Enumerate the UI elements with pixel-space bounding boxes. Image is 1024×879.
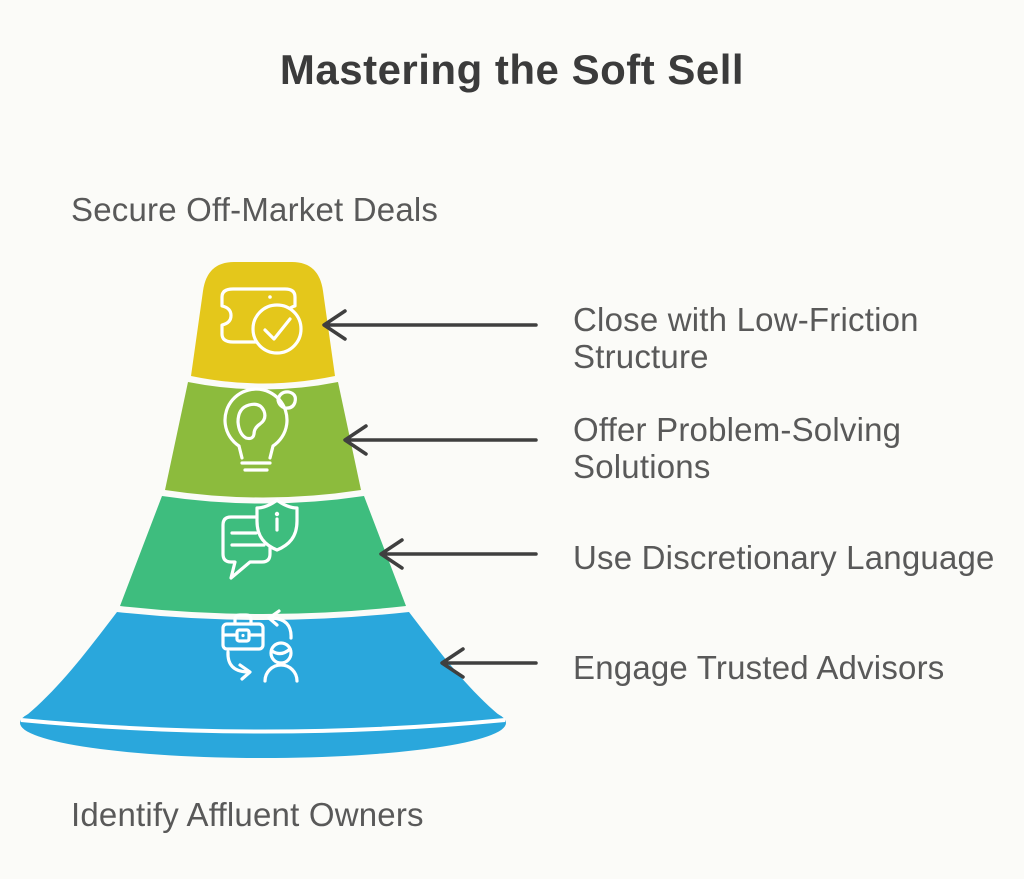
stage-2-arrow-icon	[343, 424, 538, 456]
funnel-stage-2-segment	[165, 382, 361, 498]
stage-4-arrow-icon	[440, 647, 538, 679]
globe-bulb-icon	[223, 387, 297, 472]
briefcase-person-swap-icon	[221, 609, 299, 683]
stage-3-label: Use Discretionary Language	[573, 539, 995, 576]
pointer-arrows	[322, 309, 538, 679]
ticket-check-icon	[220, 287, 303, 355]
stage-3-arrow-icon	[379, 538, 538, 570]
funnel-base-rim-line	[20, 718, 506, 734]
funnel-bottom-label: Identify Affluent Owners	[71, 796, 424, 833]
page-title: Mastering the Soft Sell	[279, 46, 745, 93]
stage-2-label: Offer Problem-Solving Solutions	[573, 411, 902, 485]
chat-shield-icon	[221, 498, 299, 580]
stage-1-label: Close with Low-Friction Structure	[573, 301, 919, 375]
funnel-stage-4-segment	[21, 612, 505, 732]
funnel-stage-3-segment	[120, 496, 406, 614]
stage-1-arrow-icon	[322, 309, 538, 341]
stage-4-label: Engage Trusted Advisors	[573, 649, 945, 686]
funnel-top-label: Secure Off-Market Deals	[71, 191, 439, 228]
